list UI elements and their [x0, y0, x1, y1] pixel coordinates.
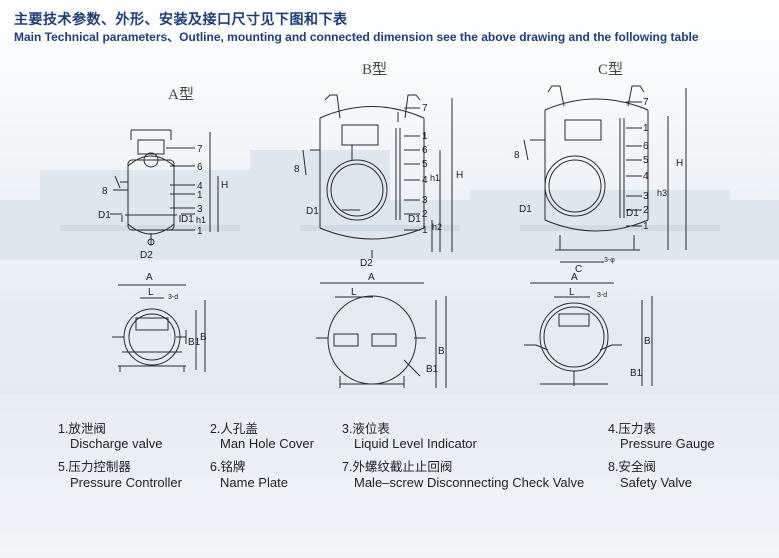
- legend-4-cn: 4.压力表: [608, 422, 656, 436]
- drawing-label: D1: [306, 206, 319, 217]
- drawing-label: 1: [197, 190, 203, 201]
- drawing-label: D1: [181, 214, 194, 225]
- drawing-label: 3: [643, 191, 649, 202]
- drawing-label: 4: [422, 175, 428, 186]
- type-a-top-view: A L 3-d B1 B: [112, 272, 207, 372]
- drawing-label: 3: [422, 195, 428, 206]
- drawing-label: H: [676, 158, 683, 169]
- drawing-label: h3: [657, 188, 667, 198]
- drawing-label: 2: [422, 209, 428, 220]
- drawing-label: L: [148, 287, 154, 298]
- drawing-label: 6: [197, 162, 203, 173]
- legend-7-en: Male–screw Disconnecting Check Valve: [354, 475, 585, 490]
- drawing-label: 5: [422, 159, 428, 170]
- drawing-label: h1: [430, 173, 440, 183]
- drawing-label: 1: [422, 225, 428, 236]
- drawing-label: 5: [643, 155, 649, 166]
- legend-7-cn: 7.外螺纹截止止回阀: [342, 460, 453, 474]
- type-a-front-view: 7 6 4 1 3 1 8 D1 D1 D2 H h1: [98, 129, 228, 261]
- drawing-label: B: [644, 336, 651, 347]
- type-c-label: C型: [598, 61, 623, 78]
- legend-3-en: Liquid Level Indicator: [354, 436, 477, 451]
- drawing-label: L: [351, 287, 357, 298]
- drawing-label: 4: [643, 171, 649, 182]
- type-c-top-view: A L 3-d B1 B: [524, 272, 653, 386]
- drawing-label: 6: [643, 141, 649, 152]
- drawing-label: H: [456, 170, 463, 181]
- legend-1-en: Discharge valve: [70, 436, 163, 451]
- legend-2-en: Man Hole Cover: [220, 436, 314, 451]
- legend-8-en: Safety Valve: [620, 475, 693, 490]
- legend-5-en: Pressure Controller: [70, 475, 182, 490]
- drawing-label: 7: [197, 144, 203, 155]
- drawing-label: A: [146, 272, 153, 283]
- type-c-front-view: 7 1 6 5 4 3 2 1 8 D1 D1 C 3-φ H h3: [514, 85, 687, 275]
- title-chinese: 主要技术参数、外形、安装及接口尺寸见下图和下表: [14, 11, 348, 27]
- drawing-label: C: [575, 264, 582, 275]
- legend-6-cn: 6.铭牌: [210, 460, 246, 474]
- drawing-label: h2: [432, 222, 442, 232]
- type-a-label: A型: [168, 86, 194, 103]
- legend-1-cn: 1.放泄阀: [58, 422, 106, 436]
- drawing-label: 8: [294, 164, 300, 175]
- drawing-label: B1: [426, 364, 439, 375]
- drawing-label: 4: [197, 181, 203, 192]
- drawing-label: 7: [422, 103, 428, 114]
- drawing-label: D1: [98, 210, 111, 221]
- drawing-label: B: [200, 332, 207, 343]
- drawing-label: 1: [643, 221, 649, 232]
- drawing-label: 8: [514, 150, 520, 161]
- drawing-label: L: [569, 287, 575, 298]
- drawing-label: 7: [643, 97, 649, 108]
- title-english: Main Technical parameters、Outline, mount…: [14, 30, 699, 44]
- drawing-label: 3: [197, 204, 203, 215]
- drawing-label: B: [438, 346, 445, 357]
- legend-5-cn: 5.压力控制器: [58, 460, 131, 474]
- drawing-label: 1: [422, 131, 428, 142]
- legend-2-cn: 2.人孔盖: [210, 422, 258, 436]
- legend-4-en: Pressure Gauge: [620, 436, 715, 451]
- drawing-label: 3-φ: [604, 257, 615, 264]
- type-b-label: B型: [362, 61, 387, 78]
- legend-8-cn: 8.安全阀: [608, 460, 656, 474]
- drawing-label: D2: [140, 250, 153, 261]
- drawing-label: 1: [643, 123, 649, 134]
- drawing-label: D2: [360, 258, 373, 269]
- drawing-label: A: [571, 272, 578, 283]
- drawing-label: 3-d: [168, 294, 178, 301]
- legend-6-en: Name Plate: [220, 475, 288, 490]
- drawing-label: 8: [102, 186, 108, 197]
- drawing-label: B1: [630, 368, 643, 379]
- drawing-label: B1: [188, 337, 201, 348]
- drawing-label: D1: [408, 214, 421, 225]
- drawing-label: A: [368, 272, 375, 283]
- type-b-front-view: 7 1 6 5 4 3 2 1 8 D1 D1 D2 H h1 h2: [294, 94, 463, 269]
- drawing-label: 2: [643, 205, 649, 216]
- legend-3-cn: 3.液位表: [342, 422, 390, 436]
- drawing-label: D1: [519, 204, 532, 215]
- drawing-label: 6: [422, 145, 428, 156]
- drawing-label: 1: [197, 226, 203, 237]
- drawing-label: D1: [626, 208, 639, 219]
- drawing-label: h1: [196, 215, 206, 225]
- type-b-top-view: A L B1 B: [316, 272, 447, 388]
- drawing-label: 3-d: [597, 292, 607, 299]
- drawing-label: H: [221, 180, 228, 191]
